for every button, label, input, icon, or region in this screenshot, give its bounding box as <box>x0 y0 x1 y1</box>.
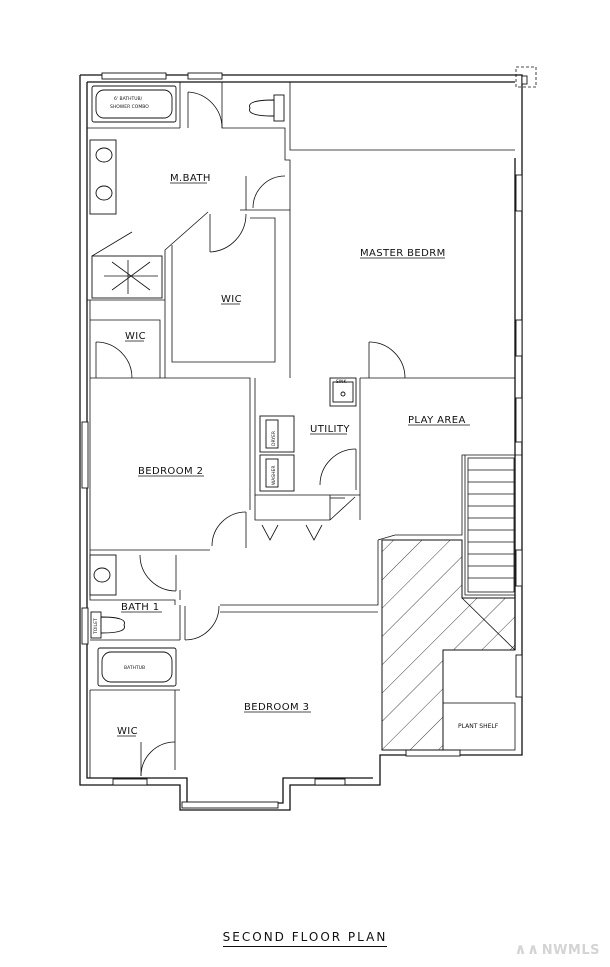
tub-combo-label-1: 6' BATHTUB/ <box>114 96 143 102</box>
tub-combo-label-2: SHOWER COMBO <box>110 104 149 110</box>
stairs <box>461 457 516 651</box>
room-wic-3: WIC <box>117 726 138 737</box>
fixtures: 6' BATHTUB/ SHOWER COMBO SINK DRYER WASH… <box>89 85 357 687</box>
room-wic-2: WIC <box>125 331 146 342</box>
room-master-wic: WIC <box>221 294 242 305</box>
exterior-walls <box>79 66 537 811</box>
room-labels: M.BATH MASTER BEDRM WIC WIC UTILITY PLAY… <box>117 173 499 737</box>
room-play-area: PLAY AREA <box>408 415 466 426</box>
windows <box>81 72 523 809</box>
bath1-toilet-label: TOILET <box>93 618 99 635</box>
washer-label: WASHER <box>271 466 277 486</box>
utility-sink-label: SINK <box>336 379 348 385</box>
bathtub-label: BATHTUB <box>124 665 145 671</box>
shower-fixture <box>91 255 163 299</box>
master-toilet <box>273 94 285 122</box>
open-to-below-hatch <box>381 539 516 751</box>
plan-title: SECOND FLOOR PLAN <box>160 930 450 947</box>
door-swings <box>95 91 406 777</box>
interior-walls <box>87 82 522 778</box>
plan-title-text: SECOND FLOOR PLAN <box>222 930 388 947</box>
room-bedroom-3: BEDROOM 3 <box>244 702 309 713</box>
dryer-label: DRYER <box>271 431 277 446</box>
room-master-bath: M.BATH <box>170 173 211 184</box>
plant-shelf-label: PLANT SHELF <box>458 723 499 730</box>
watermark-logo-icon: ∧∧ <box>514 940 540 958</box>
room-bedroom-2: BEDROOM 2 <box>138 466 203 477</box>
watermark: ∧∧NWMLS <box>514 940 600 958</box>
watermark-text: NWMLS <box>541 943 600 958</box>
room-utility: UTILITY <box>310 424 350 435</box>
room-master-bedroom: MASTER BEDRM <box>360 248 446 259</box>
room-bath-1: BATH 1 <box>121 602 160 613</box>
